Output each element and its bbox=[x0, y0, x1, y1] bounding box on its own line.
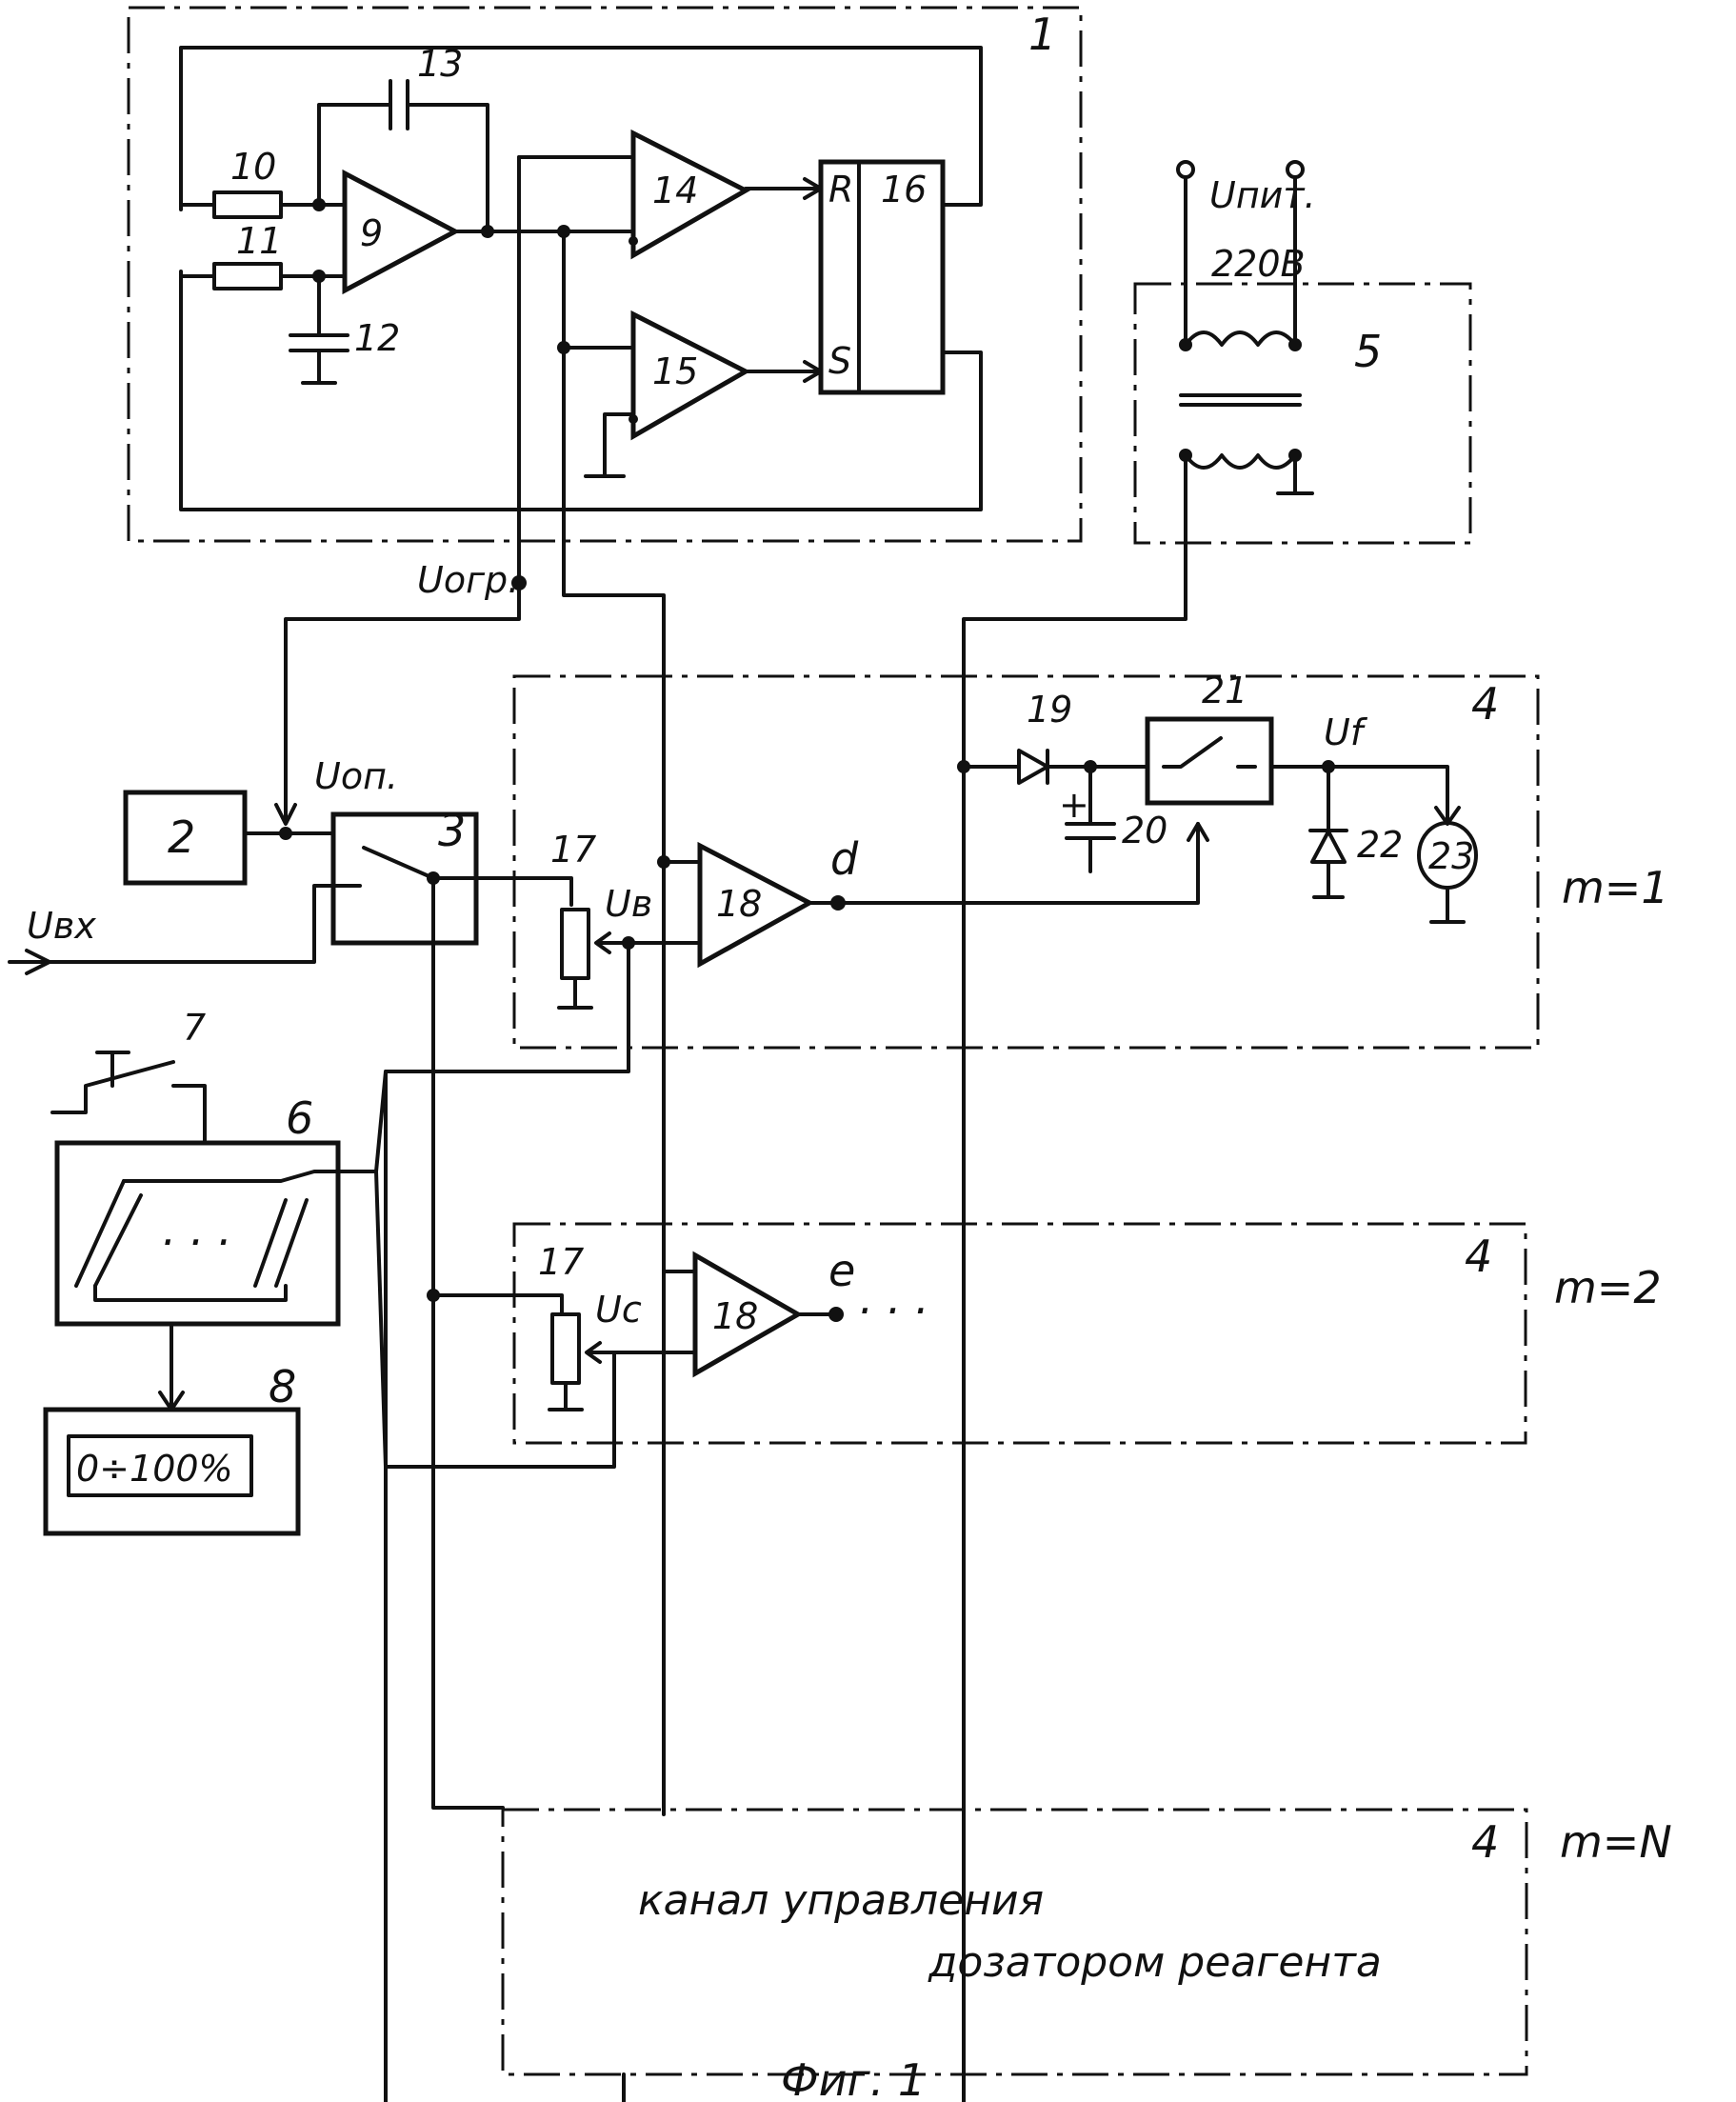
switch-21 bbox=[1147, 719, 1271, 803]
comparator-15-label: 15 bbox=[652, 350, 698, 392]
figure-caption: Фиг. 1 bbox=[781, 2054, 926, 2102]
potentiometer-17-m2 bbox=[552, 1314, 579, 1383]
diode-22 bbox=[1312, 831, 1345, 862]
channel-mN-label: m=N bbox=[1560, 1816, 1672, 1868]
u-op-label: Uоп. bbox=[314, 755, 398, 797]
channel-text-line2: дозатором реагента bbox=[928, 1938, 1382, 1987]
pot-17-m1-label: 17 bbox=[550, 829, 596, 871]
switch-21-label: 21 bbox=[1202, 670, 1247, 711]
channel-m2-label: m=2 bbox=[1554, 1262, 1662, 1313]
block-7-button[interactable]: 7 bbox=[52, 1007, 206, 1143]
block-8-number: 8 bbox=[269, 1361, 296, 1412]
block-3-number: 3 bbox=[438, 805, 466, 856]
output-d-label: d bbox=[830, 833, 859, 885]
output-e-ellipsis: · · · bbox=[857, 1285, 927, 1336]
amp-18-m2-label: 18 bbox=[712, 1295, 758, 1337]
trigger-s-label: S bbox=[828, 340, 851, 382]
indicator-range: 0÷100% bbox=[76, 1448, 233, 1490]
block-6-number: 6 bbox=[286, 1092, 313, 1144]
diode-22-label: 22 bbox=[1357, 824, 1403, 866]
channel-m1-label: m=1 bbox=[1562, 862, 1669, 913]
channel-m1-number: 4 bbox=[1471, 678, 1499, 730]
u-c-label: Uc bbox=[595, 1289, 642, 1331]
block-5-number: 5 bbox=[1354, 326, 1382, 377]
opamp-9-label: 9 bbox=[360, 212, 383, 254]
channel-m2: 4 m=2 17 Uc 18 e · · · bbox=[427, 1224, 1662, 1443]
u-v-label: Uв bbox=[605, 883, 652, 925]
capacitor-20-label: 20 bbox=[1122, 810, 1167, 851]
resistor-11-label: 11 bbox=[236, 220, 282, 262]
diode-19 bbox=[1019, 751, 1048, 783]
cap-20-plus: + bbox=[1059, 784, 1089, 826]
v220-label: 220В bbox=[1211, 243, 1306, 285]
output-e-label: e bbox=[828, 1245, 855, 1296]
capacitor-12-label: 12 bbox=[354, 317, 400, 359]
selector-ellipsis: · · · bbox=[160, 1216, 229, 1268]
trigger-16-label: 16 bbox=[881, 169, 927, 210]
resistor-10 bbox=[214, 192, 281, 217]
u-ogr-label: Uогр. bbox=[417, 559, 519, 601]
block-1-number: 1 bbox=[1028, 9, 1056, 60]
channel-m2-number: 4 bbox=[1465, 1231, 1492, 1282]
channel-text-line1: канал управления bbox=[638, 1876, 1044, 1925]
u-f-label: Uf bbox=[1324, 711, 1368, 753]
comparator-14-label: 14 bbox=[652, 170, 698, 211]
block-7-number: 7 bbox=[183, 1007, 206, 1049]
motor-23-label: 23 bbox=[1428, 835, 1474, 877]
capacitor-13-label: 13 bbox=[417, 43, 463, 85]
resistor-11 bbox=[214, 264, 281, 289]
trigger-r-label: R bbox=[828, 169, 853, 210]
pot-17-m2-label: 17 bbox=[538, 1241, 584, 1283]
block-2-number: 2 bbox=[168, 811, 195, 863]
potentiometer-17-m1 bbox=[562, 910, 589, 978]
resistor-10-label: 10 bbox=[230, 146, 276, 188]
channel-mN-number: 4 bbox=[1471, 1816, 1499, 1868]
diode-19-label: 19 bbox=[1027, 689, 1072, 731]
u-vx-label: Uвх bbox=[27, 905, 96, 947]
channel-mN: 4 m=N канал управления дозатором реагент… bbox=[503, 1810, 1672, 2074]
u-pit-label: Uпит. bbox=[1209, 174, 1316, 216]
amp-18-m1-label: 18 bbox=[716, 883, 762, 925]
